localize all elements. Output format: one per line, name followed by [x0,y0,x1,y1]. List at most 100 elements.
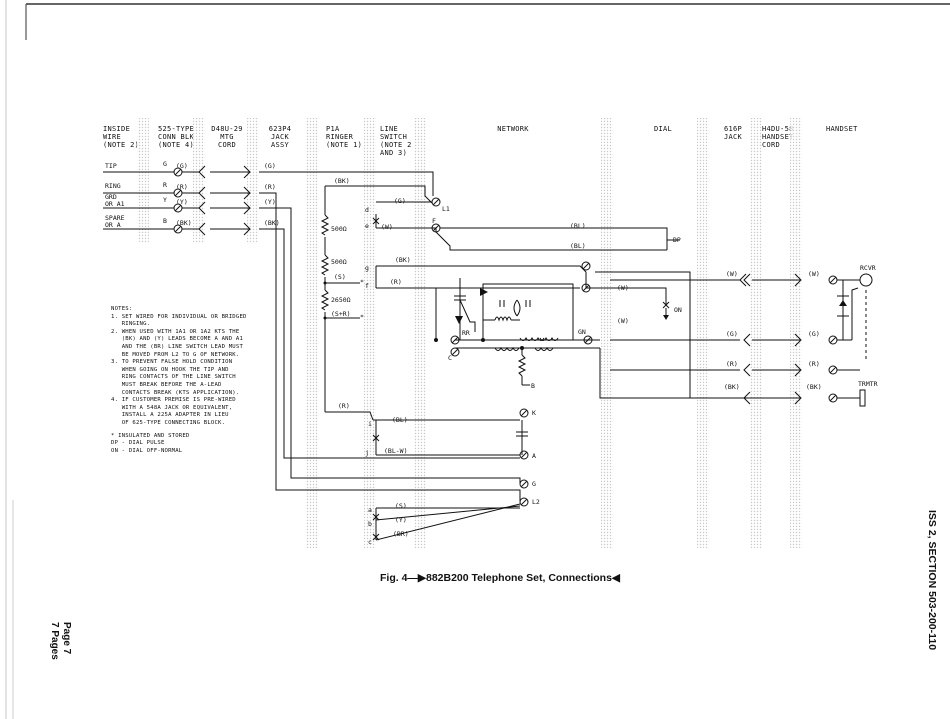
ringer-s-star: * [360,278,364,286]
jack-lead-y: (Y) [264,198,276,206]
network-terminal-k: K [532,409,536,417]
network-terminal-a: A [532,452,536,460]
legend-line: * INSULATED AND STORED [111,432,190,439]
handset-left-lead-r: (R) [726,360,738,368]
conn-lead-g: (G) [176,162,188,170]
note-line: 4. IF CUSTOMER PREMISE IS PRE-WIRED [111,397,236,404]
figure-caption: Fig. 4—▶882B200 Telephone Set, Connectio… [380,572,621,584]
note-line: OF 625-TYPE CONNECTING BLOCK. [111,419,226,426]
header-jack-assembly: 623P4 JACK ASSY [268,125,292,149]
network-lead-w-2: (W) [617,317,629,325]
header-network: NETWORK [497,125,529,133]
switch-lead-s: (S) [395,502,407,510]
network-terminal-b: B [531,382,535,390]
switch-contact-d: d [365,206,369,214]
switch-lead-y: (Y) [395,516,407,524]
receiver-label: RCVR [860,264,876,272]
ringer-sr-star: * [360,313,364,321]
switch-lead-bk: (BK) [395,256,411,264]
handset-left-lead-w: (W) [726,270,738,278]
legend-line: DP - DIAL PULSE [111,440,165,447]
network-terminal-c: C [448,354,452,362]
switch-contact-g: g [365,264,369,272]
jack-lead-bk: (BK) [264,219,280,227]
jack-lead-g: (G) [264,162,276,170]
conn-terminal-g: G [163,160,167,168]
note-line: INSTALL A 225A ADAPTER IN LIEU [111,412,229,419]
header-handset: HANDSET [826,125,858,133]
ringer-bk-lead: (BK) [334,177,350,185]
network-terminal-g: G [532,480,536,488]
network-terminal-rr: RR [462,329,470,337]
varistor-symbols [323,281,847,350]
header-connecting-block: 525-TYPE CONN BLK (NOTE 4) [157,125,195,149]
note-line: AND THE (BR) LINE SWITCH LEAD MUST [111,343,244,350]
handset-right-lead-g: (G) [808,330,820,338]
network-lead-bl-2: (BL) [570,242,586,250]
handset-right-lead-r: (R) [808,360,820,368]
conn-terminal-r: R [163,181,167,189]
ringer-resistor-2: 500Ω [331,258,347,266]
switch-lead-bl-w: (BL-W) [384,447,408,455]
page-count: 7 Pages [49,622,60,660]
mtg-cord-lines [182,165,251,236]
switch-contact-b: b [368,520,372,528]
header-dial: DIAL [653,125,673,133]
network-terminal-f: F [432,217,436,225]
note-line: (BK) AND (Y) LEADS BECOME A AND A1 [111,336,244,343]
notes-title: NOTES: [111,306,133,312]
header-inside-wire: INSIDE WIRE (NOTE 2) [103,125,140,149]
header-ringer: P1A RINGER (NOTE 1) [326,125,363,149]
dial-on-label: ON [674,306,682,314]
note-line: MUST BREAK BEFORE THE A-LEAD [111,381,222,388]
transmitter-label: TRMTR [858,380,878,388]
switch-contact-c: c [368,538,372,546]
handset-left-lead-g: (G) [726,330,738,338]
switch-contact-j: j [365,449,369,457]
note-line: 3. TO PREVENT FALSE HOLD CONDITION [111,359,233,366]
switch-contact-i: i [368,420,372,428]
note-line: WHEN GOING ON HOOK THE TIP AND [111,366,229,373]
switch-contact-a: a [368,506,372,514]
ringer-sr-lead: (S+R) [331,310,351,318]
header-jack-616p: 616P JACK [724,125,743,141]
note-line: 2. WHEN USED WITH 1A1 OR 1A2 KTS THE [111,328,240,335]
conn-terminal-y: Y [163,196,167,204]
conn-lead-y: (Y) [176,198,188,206]
page-number: Page 7 [61,622,72,655]
ringer-s-lead: (S) [334,273,346,281]
network-terminal-l1: L1 [442,205,450,213]
header-mounting-cord: D48U-29 MTG CORD [211,125,243,149]
handset-right-lead-bk: (BK) [806,383,822,391]
note-line: RING CONTACTS OF THE LINE SWITCH [111,374,236,381]
ringer-resistor-1: 500Ω [331,225,347,233]
network-terminal-gn: GN [578,328,586,336]
dial-dp-label: DP [673,236,681,244]
switch-lead-r: (R) [390,278,402,286]
column-bands [137,118,802,548]
network-lead-w-1: (W) [617,284,629,292]
note-line: CONTACTS BREAK (KTS APPLICATION). [111,389,240,396]
note-line: RINGING. [111,321,151,328]
header-handset-cord: H4DU-58 HANDSET CORD [762,125,794,149]
network-lead-bl-1: (BL) [570,222,586,230]
switch-lead-br: (BR) [393,530,409,538]
handset-right-lead-w: (W) [808,270,820,278]
ringer-resistor-3: 2650Ω [331,296,351,304]
inside-wire-grd: GRD OR A1 [105,193,125,208]
section-label: ISS 2, SECTION 503-200-110 [926,510,938,651]
notes-block: NOTES: 1. SET WIRED FOR INDIVIDUAL OR BR… [111,306,281,455]
jack-lead-r: (R) [264,183,276,191]
conn-lead-r: (R) [176,183,188,191]
switch-lead-w: (W) [381,223,393,231]
legend-line: ON - DIAL OFF-NORMAL [111,447,183,454]
ringer-r-lead: (R) [338,402,350,410]
note-line: WITH A 548A JACK OR EQUIVALENT, [111,404,233,411]
switch-contact-e: e [365,222,369,230]
header-line-switch: LINE SWITCH (NOTE 2 AND 3) [380,125,412,157]
handset-left-lead-bk: (BK) [724,383,740,391]
inside-wire-ring: RING [105,182,121,190]
note-line: 1. SET WIRED FOR INDIVIDUAL OR BRIDGED [111,313,247,320]
